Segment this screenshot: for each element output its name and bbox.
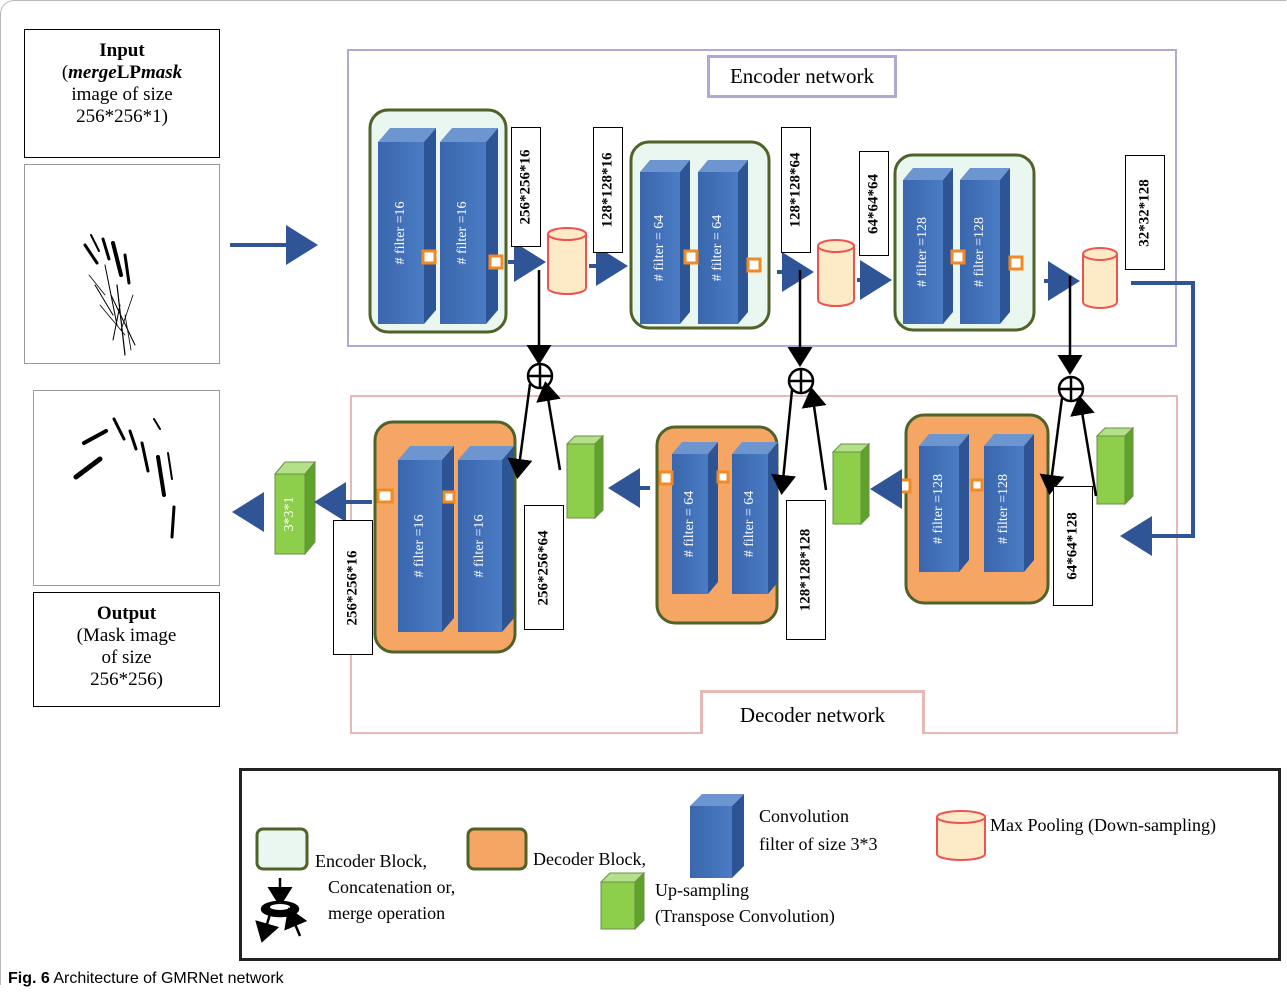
legend-box xyxy=(239,768,1281,961)
enc-size-label-5: 32*32*128 xyxy=(1125,155,1165,270)
dec-size-label-4: 64*64*128 xyxy=(1053,486,1093,606)
conv-filter-cube xyxy=(919,434,969,572)
legend-conv-line1: Convolution xyxy=(759,806,850,826)
max-pool-cylinder xyxy=(547,227,587,295)
input-line3: 256*256*1) xyxy=(76,106,168,127)
enc-size-label-2: 128*128*16 xyxy=(593,127,623,253)
enc-size-label-3: 128*128*64 xyxy=(781,127,811,253)
filter-label: # filter = 64 xyxy=(742,490,757,558)
upsampling-cubes xyxy=(273,426,1135,556)
output-line1: (Mask image xyxy=(76,625,177,646)
legend-upsampling-line1: Up-sampling xyxy=(655,880,749,900)
merge-operator xyxy=(771,270,828,495)
input-line1: (mergeLPmask xyxy=(61,62,183,83)
enc-size-label-1: 256*256*16 xyxy=(511,127,541,247)
legend-encoder-label: Encoder Block, xyxy=(315,851,427,871)
dec-size-label-1: 256*256*16 xyxy=(333,520,373,655)
output-label-box: Output (Mask image of size 256*256) xyxy=(33,592,220,707)
max-pool-cylinder xyxy=(1082,247,1118,309)
filter-label: # filter =16 xyxy=(412,514,427,578)
max-pool-cylinders xyxy=(547,227,1118,309)
upsampling-cube xyxy=(565,434,605,520)
merge-operator xyxy=(1039,276,1098,497)
merge-operator xyxy=(507,270,562,479)
conv-filter-cube xyxy=(698,160,748,324)
filter-label: # filter =128 xyxy=(915,216,930,288)
input-line2: image of size xyxy=(71,84,173,105)
conv-filter-cube xyxy=(903,168,953,324)
filter-label: # filter =16 xyxy=(393,201,408,265)
final-conv-label: 3*3*1 xyxy=(282,496,297,532)
conv-filter-cube xyxy=(440,128,498,324)
concat-ops xyxy=(507,270,1098,497)
conv-filter-cube xyxy=(640,160,690,324)
filter-label: # filter = 64 xyxy=(710,214,725,282)
input-image-content xyxy=(83,234,136,356)
legend-conv-line2: filter of size 3*3 xyxy=(759,834,878,854)
dec-size-label-2: 256*256*64 xyxy=(524,505,564,630)
filter-label: # filter =128 xyxy=(931,473,946,545)
legend-upsampling-line2: (Transpose Convolution) xyxy=(655,906,835,926)
legend-maxpool-icon xyxy=(936,810,986,861)
output-image xyxy=(33,390,220,586)
filter-label: # filter =16 xyxy=(455,201,470,265)
legend-maxpool-label: Max Pooling (Down-sampling) xyxy=(990,815,1216,835)
output-title: Output xyxy=(96,603,157,624)
max-pool-cylinder xyxy=(817,239,855,307)
output-line3: 256*256) xyxy=(90,669,163,690)
legend-concat-line2: merge operation xyxy=(328,903,446,923)
caption-text: Architecture of GMRNet network xyxy=(53,970,284,987)
legend-conv-icon xyxy=(690,794,744,878)
input-title: Input xyxy=(99,40,145,61)
legend-concat-icon xyxy=(255,878,308,943)
legend-concat-line1: Concatenation or, xyxy=(328,877,456,897)
encoder-network-region xyxy=(347,49,1177,347)
figure-caption: Fig. 6 Architecture of GMRNet network xyxy=(8,970,284,988)
conv-filter-cube xyxy=(960,168,1010,324)
filter-label: # filter =128 xyxy=(996,473,1011,545)
dec-size-label-3: 128*128*128 xyxy=(786,500,826,640)
output-image-content xyxy=(73,417,176,539)
upsampling-cube xyxy=(831,442,871,526)
filter-label: # filter = 64 xyxy=(682,490,697,558)
upsampling-cube xyxy=(1095,426,1135,506)
enc-size-label-4: 64*64*64 xyxy=(859,151,889,256)
filter-label: # filter =128 xyxy=(972,216,987,288)
conv-filter-cube xyxy=(984,434,1034,572)
legend-upsampling-icon xyxy=(599,871,646,931)
conv-filter-cube xyxy=(458,446,514,632)
conv-filter-cube xyxy=(672,442,718,594)
input-label-box: Input (mergeLPmask image of size 256*256… xyxy=(24,29,220,158)
caption-label: Fig. 6 xyxy=(8,970,50,987)
final-conv-cube xyxy=(273,460,317,556)
filter-label: # filter =16 xyxy=(472,514,487,578)
conv-filter-cube xyxy=(398,446,454,632)
output-line2: of size xyxy=(101,647,152,668)
conv-cubes xyxy=(378,128,1034,632)
encoder-network-title: Encoder network xyxy=(707,55,897,98)
legend-decoder-label: Decoder Block, xyxy=(533,849,646,869)
legend-encoder-icon xyxy=(255,827,309,871)
decoder-network-title: Decoder network xyxy=(700,690,925,734)
filter-label: # filter = 64 xyxy=(652,214,667,282)
conv-filter-cube xyxy=(378,128,436,324)
legend-decoder-icon xyxy=(466,827,528,871)
input-image xyxy=(24,164,220,364)
